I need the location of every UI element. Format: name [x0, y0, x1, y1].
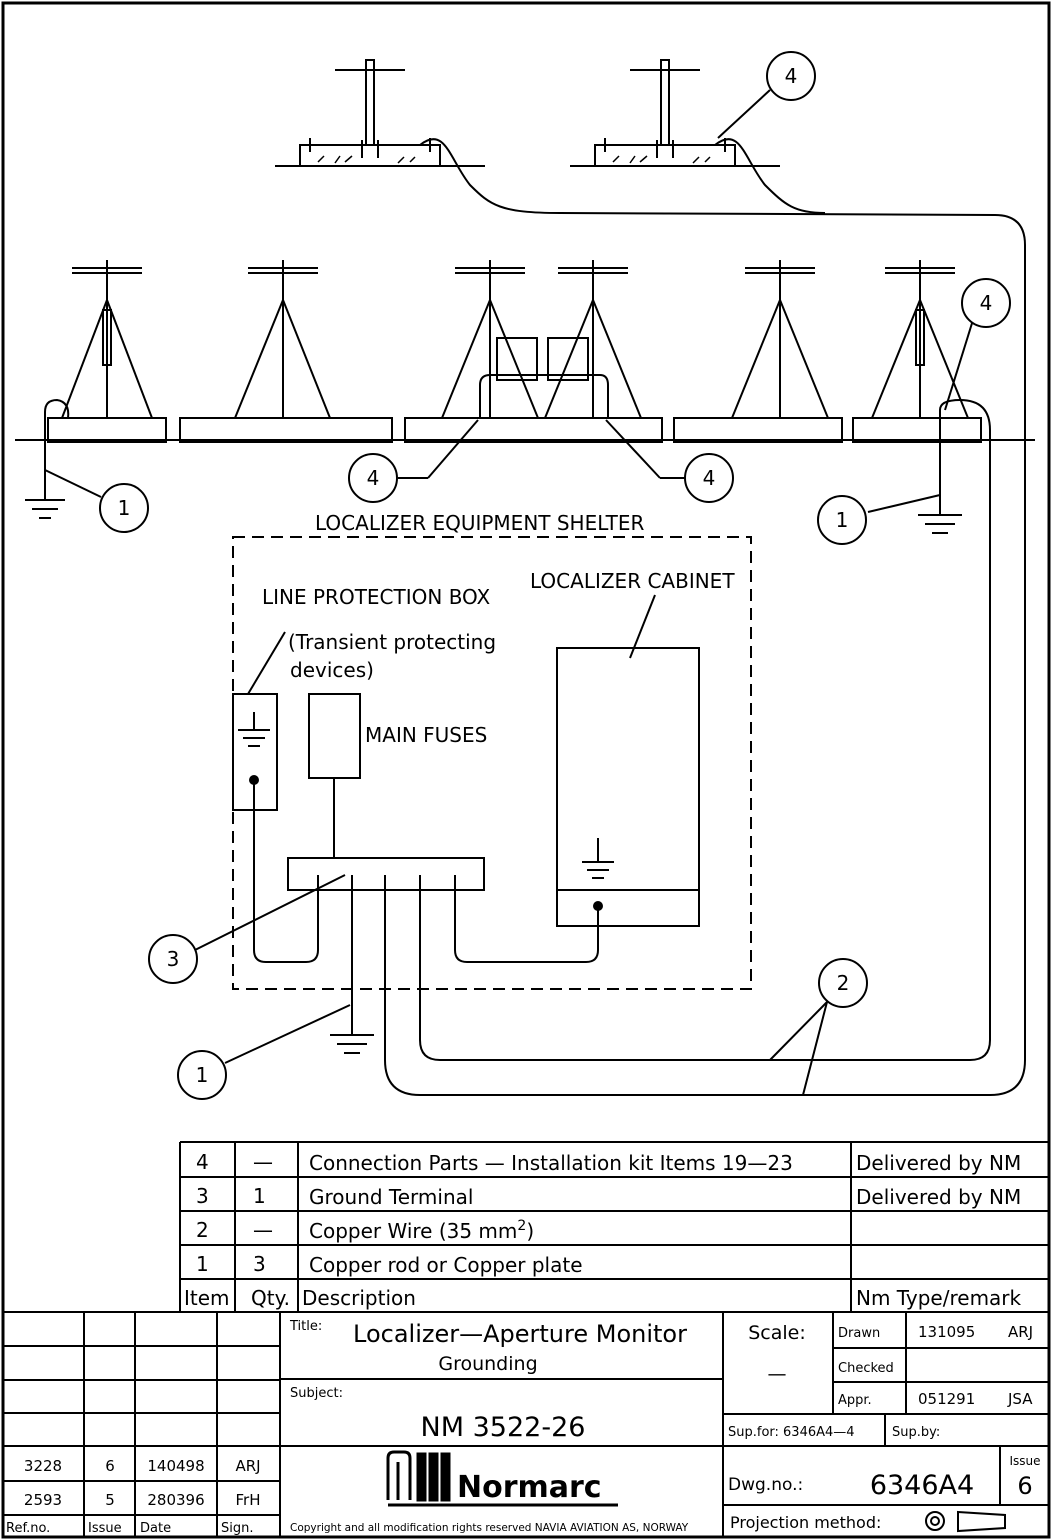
- parts-desc-1: Copper rod or Copper plate: [309, 1253, 583, 1277]
- scale-value: —: [768, 1363, 787, 1385]
- title-block: [3, 1311, 1049, 1537]
- parts-item-4: 4: [196, 1150, 209, 1174]
- rev-header-issue: Issue: [88, 1521, 122, 1536]
- drawing-subtitle: Grounding: [438, 1353, 537, 1375]
- callout-1-left: 1: [118, 496, 131, 520]
- callout-circle-3: [148, 934, 198, 984]
- drawn-date: 131095: [918, 1323, 975, 1341]
- main-fuses-label: MAIN FUSES: [365, 723, 487, 747]
- parts-qty-4: —: [253, 1150, 273, 1174]
- parts-remark-4: Delivered by NM: [856, 1151, 1021, 1175]
- transient-label-2: devices): [290, 658, 374, 682]
- callout-circle-4-left-low: [348, 453, 398, 503]
- ground-terminal: [287, 857, 485, 891]
- parts-desc-4: Connection Parts — Installation kit Item…: [309, 1151, 793, 1175]
- parts-remark-3: Delivered by NM: [856, 1185, 1021, 1209]
- ground-symbol-left: [25, 492, 65, 519]
- rev-ref-2: 2593: [24, 1491, 62, 1509]
- parts-header-qty: Qty.: [251, 1286, 290, 1310]
- rev-header-date: Date: [140, 1521, 171, 1536]
- normarc-logo: Normarc: [386, 1450, 618, 1507]
- antenna-array: [15, 260, 1035, 1061]
- callout-circle-4-top: [766, 51, 816, 101]
- callout-circle-1-right: [817, 495, 867, 545]
- parts-header-remark: Nm Type/remark: [856, 1286, 1022, 1310]
- callout-4-right-low: 4: [703, 466, 716, 490]
- localizer-cabinet-label: LOCALIZER CABINET: [530, 569, 735, 593]
- callout-circle-4-right-low: [684, 453, 734, 503]
- parts-qty-2: —: [253, 1218, 273, 1242]
- rev-date-2: 280396: [147, 1491, 204, 1509]
- rev-date-1: 140498: [147, 1457, 204, 1475]
- callout-4-right: 4: [980, 291, 993, 315]
- rev-issue-1: 6: [105, 1457, 115, 1475]
- rev-header-sign: Sign.: [221, 1521, 254, 1536]
- drawn-sign: ARJ: [1008, 1323, 1033, 1341]
- callout-2: 2: [837, 971, 850, 995]
- parts-desc-3: Ground Terminal: [309, 1185, 473, 1209]
- drawn-label: Drawn: [838, 1326, 880, 1341]
- parts-header-description: Description: [302, 1286, 416, 1310]
- localizer-cabinet: [556, 647, 700, 927]
- callout-circle-1-bottom: [177, 1050, 227, 1100]
- parts-qty-3: 1: [253, 1184, 266, 1208]
- issue-label: Issue: [1009, 1454, 1040, 1468]
- issue-number: 6: [1017, 1472, 1032, 1500]
- monitor-ground-wire: [384, 138, 1026, 1096]
- copyright-text: Copyright and all modification rights re…: [290, 1522, 689, 1534]
- parts-item-2: 2: [196, 1218, 209, 1242]
- drawing-title: Localizer—Aperture Monitor: [353, 1320, 687, 1348]
- callout-3: 3: [167, 947, 180, 971]
- line-protection-box-label: LINE PROTECTION BOX: [262, 585, 491, 609]
- lpb-ground-icon: [238, 712, 270, 747]
- parts-header-item: Item: [184, 1286, 230, 1310]
- monitor-antenna-left: [275, 59, 485, 167]
- parts-list: [179, 1141, 1049, 1312]
- appr-date: 051291: [918, 1390, 975, 1408]
- callout-circle-1-left: [99, 483, 149, 533]
- parts-desc-2: Copper Wire (35 mm2): [309, 1218, 534, 1243]
- rev-issue-2: 5: [105, 1491, 115, 1509]
- sup-by: Sup.by:: [892, 1425, 940, 1440]
- monitor-antenna-right: [570, 59, 780, 167]
- appr-sign: JSA: [1007, 1390, 1033, 1408]
- company-name: Normarc: [457, 1470, 602, 1505]
- projection-icon: [925, 1510, 1006, 1533]
- appr-label: Appr.: [838, 1393, 872, 1408]
- shelter-label: LOCALIZER EQUIPMENT SHELTER: [315, 511, 644, 535]
- rev-sign-2: FrH: [236, 1491, 261, 1509]
- dwg-label: Dwg.no.:: [728, 1475, 803, 1495]
- rev-ref-1: 3228: [24, 1457, 62, 1475]
- callout-1-right: 1: [836, 508, 849, 532]
- subject-value: NM 3522-26: [421, 1412, 586, 1443]
- checked-label: Checked: [838, 1361, 894, 1376]
- transient-label-1: (Transient protecting: [288, 630, 496, 654]
- cabinet-ground-icon: [582, 838, 614, 879]
- dwg-number: 6346A4: [870, 1470, 974, 1501]
- sup-for: Sup.for: 6346A4—4: [728, 1425, 855, 1440]
- callout-4-top: 4: [785, 64, 798, 88]
- rev-sign-1: ARJ: [235, 1457, 260, 1475]
- monitor-ground-wire-2: [714, 138, 826, 214]
- scale-label: Scale:: [748, 1322, 806, 1344]
- callout-circle-2: [818, 958, 868, 1008]
- callout-4-left-low: 4: [367, 466, 380, 490]
- parts-item-3: 3: [196, 1184, 209, 1208]
- title-label: Title:: [289, 1319, 322, 1334]
- parts-item-1: 1: [196, 1252, 209, 1276]
- callouts: [99, 51, 1011, 1100]
- callout-circle-4-right: [961, 278, 1011, 328]
- subject-label: Subject:: [290, 1386, 343, 1401]
- callout-1-bottom: 1: [196, 1063, 209, 1087]
- rev-header-ref: Ref.no.: [6, 1521, 50, 1536]
- parts-qty-1: 3: [253, 1252, 266, 1276]
- main-fuses-box: [308, 693, 361, 779]
- projection-label: Projection method:: [730, 1513, 881, 1532]
